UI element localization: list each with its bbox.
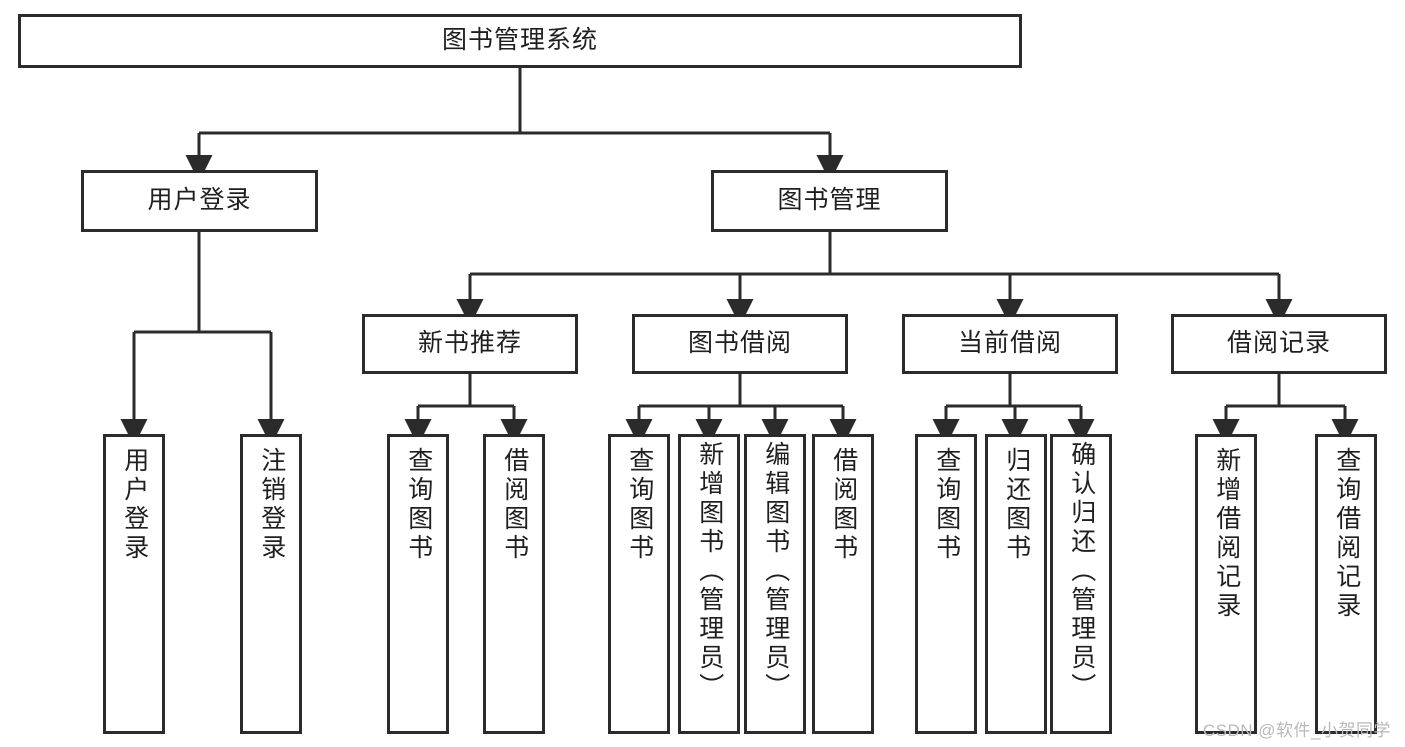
leaf-query-book-current[interactable]: 查询图书 — [915, 434, 977, 734]
node-book-management[interactable]: 图书管理 — [711, 170, 948, 232]
leaf-user-login[interactable]: 用户登录 — [103, 434, 165, 734]
leaf-query-book-current-label: 查询图书 — [932, 447, 961, 563]
leaf-add-borrow-record[interactable]: 新增借阅记录 — [1195, 434, 1257, 734]
leaf-borrow-book-newbook[interactable]: 借阅图书 — [483, 434, 545, 734]
node-book-borrow[interactable]: 图书借阅 — [632, 314, 848, 374]
leaf-add-book-admin-label: 新增图书（管理员） — [695, 441, 724, 702]
leaf-add-borrow-record-label: 新增借阅记录 — [1212, 447, 1241, 621]
leaf-add-book-admin[interactable]: 新增图书（管理员） — [678, 434, 740, 734]
leaf-confirm-return-admin[interactable]: 确认归还（管理员） — [1050, 434, 1112, 734]
leaf-query-book-newbook-label: 查询图书 — [404, 447, 433, 563]
leaf-borrow-book-borrow[interactable]: 借阅图书 — [812, 434, 874, 734]
node-new-book-recommend[interactable]: 新书推荐 — [362, 314, 578, 374]
leaf-borrow-book-newbook-label: 借阅图书 — [500, 447, 529, 563]
leaf-borrow-book-borrow-label: 借阅图书 — [829, 447, 858, 563]
leaf-query-book-borrow-label: 查询图书 — [625, 447, 654, 563]
leaf-user-login-label: 用户登录 — [120, 447, 149, 563]
leaf-logout-label: 注销登录 — [257, 447, 286, 563]
node-user-login[interactable]: 用户登录 — [81, 170, 318, 232]
leaf-edit-book-admin[interactable]: 编辑图书（管理员） — [744, 434, 806, 734]
node-book-borrow-label: 图书借阅 — [687, 329, 792, 358]
node-borrow-record-label: 借阅记录 — [1226, 329, 1331, 358]
leaf-logout[interactable]: 注销登录 — [240, 434, 302, 734]
leaf-query-borrow-record[interactable]: 查询借阅记录 — [1315, 434, 1377, 734]
leaf-query-borrow-record-label: 查询借阅记录 — [1332, 447, 1361, 621]
node-user-login-label: 用户登录 — [147, 186, 252, 215]
node-book-management-label: 图书管理 — [777, 186, 882, 215]
leaf-confirm-return-admin-label: 确认归还（管理员） — [1067, 441, 1096, 702]
watermark: CSDN @软件_小贺同学 — [1202, 721, 1391, 740]
node-root-label: 图书管理系统 — [441, 26, 598, 55]
node-new-book-recommend-label: 新书推荐 — [417, 329, 522, 358]
node-current-borrow[interactable]: 当前借阅 — [902, 314, 1118, 374]
leaf-edit-book-admin-label: 编辑图书（管理员） — [761, 441, 790, 702]
leaf-query-book-newbook[interactable]: 查询图书 — [387, 434, 449, 734]
leaf-return-book-label: 归还图书 — [1002, 447, 1031, 563]
node-root[interactable]: 图书管理系统 — [18, 14, 1022, 68]
node-current-borrow-label: 当前借阅 — [957, 329, 1062, 358]
leaf-query-book-borrow[interactable]: 查询图书 — [608, 434, 670, 734]
leaf-return-book[interactable]: 归还图书 — [985, 434, 1047, 734]
node-borrow-record[interactable]: 借阅记录 — [1171, 314, 1387, 374]
